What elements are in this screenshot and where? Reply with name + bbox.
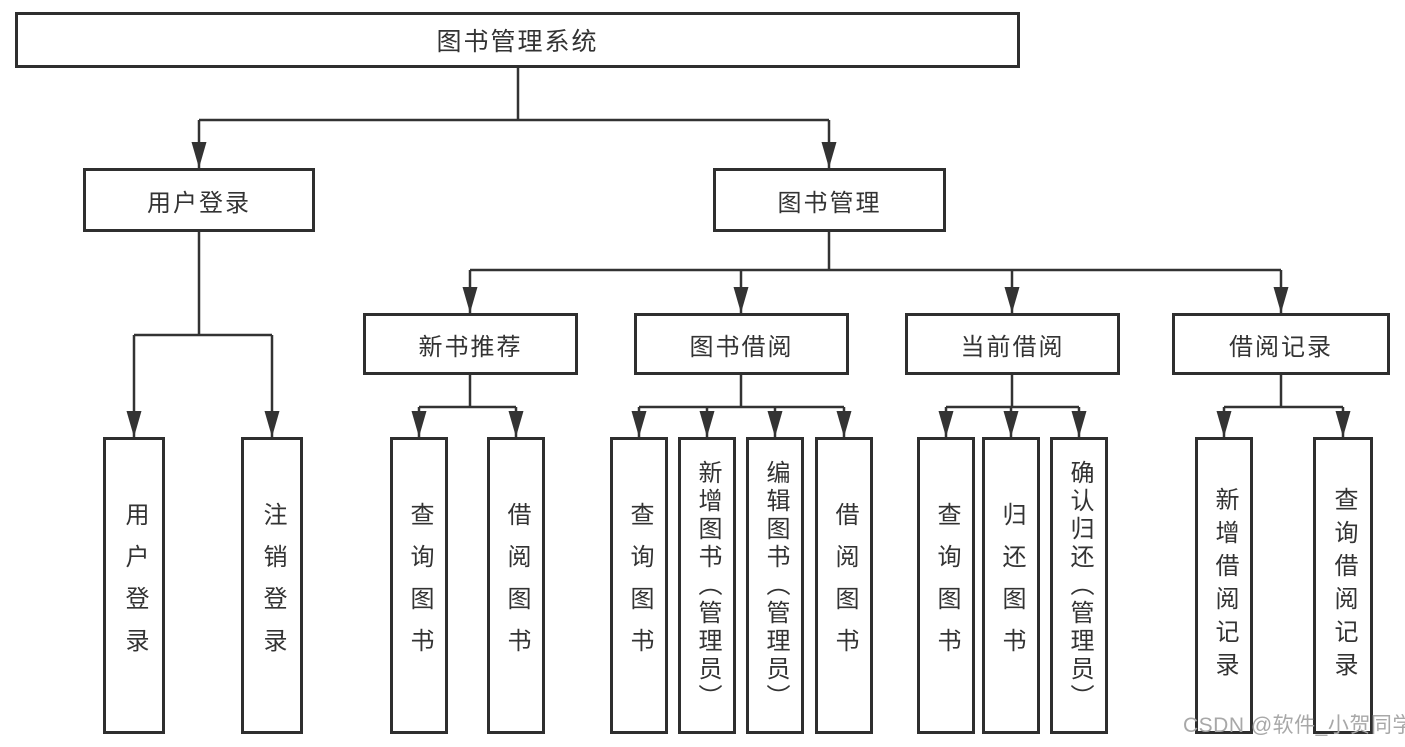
node-book-management-label: 图书管理 <box>777 189 882 217</box>
leaf-query-book-2: 查询图书 <box>610 437 668 734</box>
node-current-borrow: 当前借阅 <box>905 313 1120 375</box>
leaf-add-book-admin-label: 新增图书（管理员） <box>694 459 721 712</box>
leaf-query-book-3-label: 查询图书 <box>933 501 960 670</box>
leaf-borrow-book-1: 借阅图书 <box>487 437 545 734</box>
leaf-return-book: 归还图书 <box>982 437 1040 734</box>
node-root: 图书管理系统 <box>15 12 1020 68</box>
node-user-login: 用户登录 <box>83 168 315 232</box>
node-book-management: 图书管理 <box>713 168 946 232</box>
node-book-borrow-label: 图书借阅 <box>689 333 794 361</box>
node-borrow-records: 借阅记录 <box>1172 313 1390 375</box>
leaf-add-book-admin: 新增图书（管理员） <box>678 437 736 734</box>
leaf-borrow-book-2-label: 借阅图书 <box>831 501 858 670</box>
node-new-book-recommend-label: 新书推荐 <box>418 333 523 361</box>
leaf-borrow-book-1-label: 借阅图书 <box>503 501 530 670</box>
node-borrow-records-label: 借阅记录 <box>1229 333 1333 361</box>
node-new-book-recommend: 新书推荐 <box>363 313 578 375</box>
leaf-user-login-label: 用户登录 <box>121 501 148 670</box>
leaf-query-book-3: 查询图书 <box>917 437 975 734</box>
leaf-query-book-1: 查询图书 <box>390 437 448 734</box>
leaf-query-borrow-record-label: 查询借阅记录 <box>1330 486 1357 685</box>
node-book-borrow: 图书借阅 <box>634 313 849 375</box>
leaf-confirm-return-admin: 确认归还（管理员） <box>1050 437 1108 734</box>
leaf-edit-book-admin: 编辑图书（管理员） <box>746 437 804 734</box>
leaf-logout-label: 注销登录 <box>259 501 286 670</box>
node-user-login-label: 用户登录 <box>147 189 251 217</box>
leaf-return-book-label: 归还图书 <box>998 501 1025 670</box>
leaf-logout: 注销登录 <box>241 437 303 734</box>
leaf-query-borrow-record: 查询借阅记录 <box>1313 437 1373 734</box>
leaf-edit-book-admin-label: 编辑图书（管理员） <box>762 459 789 712</box>
node-root-label: 图书管理系统 <box>436 28 599 56</box>
csdn-watermark: CSDN @软件_小贺同学 <box>1183 714 1405 737</box>
node-current-borrow-label: 当前借阅 <box>960 333 1065 361</box>
leaf-user-login: 用户登录 <box>103 437 165 734</box>
leaf-query-book-2-label: 查询图书 <box>626 501 653 670</box>
leaf-query-book-1-label: 查询图书 <box>406 501 433 670</box>
leaf-add-borrow-record: 新增借阅记录 <box>1195 437 1253 734</box>
leaf-confirm-return-admin-label: 确认归还（管理员） <box>1066 459 1093 712</box>
leaf-add-borrow-record-label: 新增借阅记录 <box>1211 486 1238 685</box>
leaf-borrow-book-2: 借阅图书 <box>815 437 873 734</box>
